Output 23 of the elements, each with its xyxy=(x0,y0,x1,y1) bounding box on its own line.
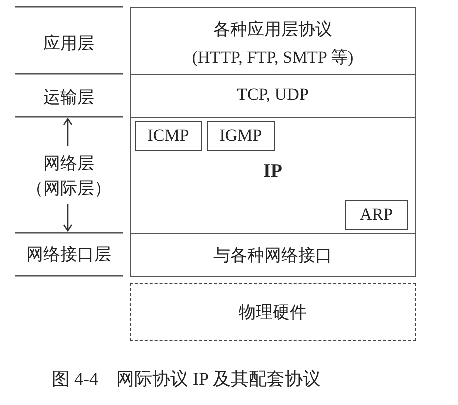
figure-caption: 图 4-4 网际协议 IP 及其配套协议 xyxy=(52,368,321,391)
box-text: 物理硬件 xyxy=(238,302,308,324)
layer-box xyxy=(130,7,416,75)
box-text: TCP, UDP xyxy=(236,85,310,105)
layer-name: 运输层 xyxy=(42,87,96,109)
protocol-box xyxy=(207,121,275,151)
protocol-box xyxy=(345,200,408,230)
layer-name: 网络接口层 xyxy=(26,244,112,266)
box-text: ARP xyxy=(358,205,394,225)
box-text: IGMP xyxy=(218,126,264,146)
layer-box xyxy=(130,74,416,118)
protocol-box xyxy=(135,121,202,151)
box-text: 各种应用层协议 xyxy=(212,19,334,41)
layer-name: 应用层 xyxy=(42,33,96,55)
box-text: 与各种网络接口 xyxy=(212,245,334,267)
layer-name: （网际层） xyxy=(26,178,112,200)
layer-box xyxy=(130,283,416,341)
layer-box xyxy=(130,117,416,234)
layer-name: 网络层 xyxy=(42,153,96,175)
layer-box xyxy=(130,233,416,277)
protocol-list: (HTTP, FTP, SMTP 等) xyxy=(131,46,415,69)
box-text: ICMP xyxy=(146,126,190,146)
protocol-name: IP xyxy=(262,161,284,183)
